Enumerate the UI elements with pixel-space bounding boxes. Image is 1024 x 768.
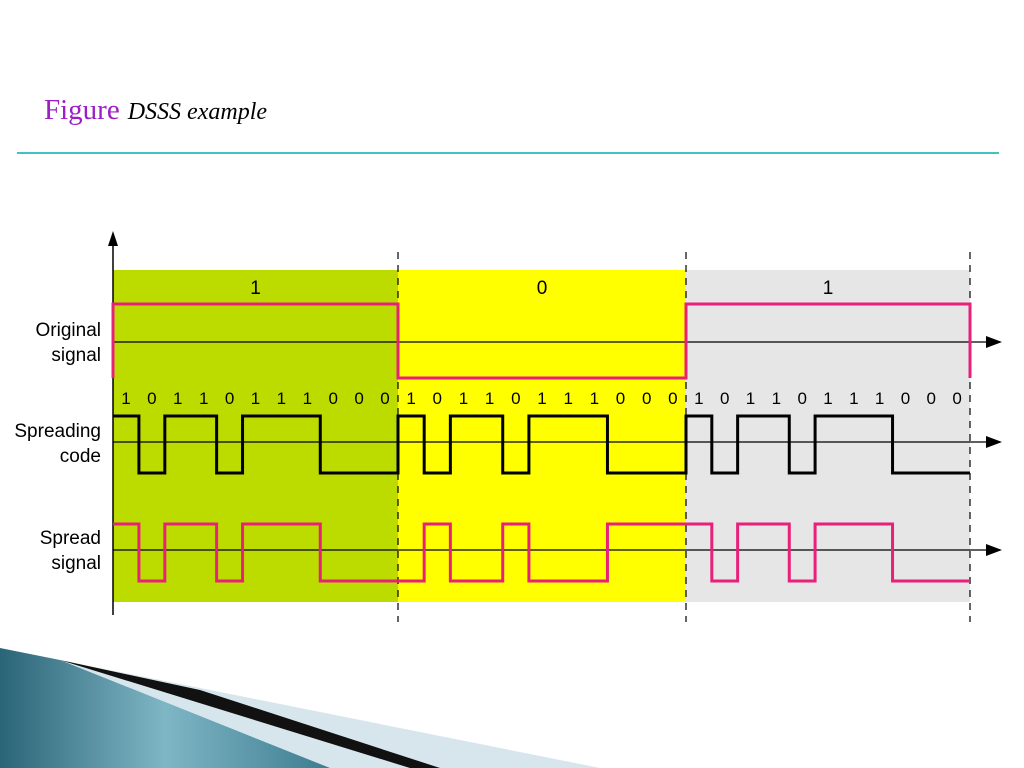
row-label-code-2: code — [60, 446, 101, 467]
title-name: DSSS example — [127, 99, 268, 125]
chip-label: 0 — [380, 389, 389, 408]
chip-label: 1 — [406, 389, 415, 408]
chip-label: 0 — [927, 389, 936, 408]
footer-black-wedge — [60, 660, 440, 768]
bit-panels — [113, 270, 970, 602]
chip-label: 1 — [303, 389, 312, 408]
data-bit-labels: 1 0 1 — [250, 278, 833, 299]
row-label-spread-2: signal — [51, 553, 101, 574]
spreading-code-waveform — [113, 414, 970, 475]
chip-label: 0 — [901, 389, 910, 408]
chip-label: 0 — [511, 389, 520, 408]
title-prefix: Figure — [44, 94, 120, 126]
chip-label: 1 — [485, 389, 494, 408]
chip-label: 1 — [173, 389, 182, 408]
chip-label: 1 — [875, 389, 884, 408]
chip-label: 0 — [616, 389, 625, 408]
chip-label: 1 — [849, 389, 858, 408]
chip-label: 1 — [590, 389, 599, 408]
slide-title: Figure DSSS example — [44, 94, 267, 127]
chip-label: 0 — [147, 389, 156, 408]
title-divider — [17, 152, 999, 154]
chip-label: 0 — [225, 389, 234, 408]
row-label-spread-1: Spread — [40, 528, 101, 549]
bit-panel-3 — [686, 270, 970, 602]
chip-label: 1 — [537, 389, 546, 408]
vertical-axis-arrow — [108, 231, 118, 246]
row-label-original-1: Original — [36, 320, 101, 341]
chip-label: 1 — [772, 389, 781, 408]
chip-label: 1 — [459, 389, 468, 408]
spread-signal-waveform — [113, 522, 970, 583]
bit-panel-1 — [113, 270, 398, 602]
chip-label: 1 — [199, 389, 208, 408]
chip-label: 0 — [433, 389, 442, 408]
bit-panel-2 — [398, 270, 686, 602]
chip-label: 0 — [720, 389, 729, 408]
footer-teal-wedge — [0, 648, 330, 768]
chip-label: 1 — [694, 389, 703, 408]
code-baseline-arrow — [986, 436, 1002, 448]
chip-label: 0 — [797, 389, 806, 408]
chip-label: 0 — [354, 389, 363, 408]
row-label-code-1: Spreading — [14, 421, 101, 442]
chip-label: 1 — [746, 389, 755, 408]
chip-label: 1 — [823, 389, 832, 408]
data-bit-label: 1 — [823, 278, 834, 299]
chip-label: 1 — [121, 389, 130, 408]
chip-label: 1 — [251, 389, 260, 408]
spread-baseline-arrow — [986, 544, 1002, 556]
original-signal-waveform — [111, 302, 972, 380]
original-baseline-arrow — [986, 336, 1002, 348]
chip-label: 1 — [563, 389, 572, 408]
data-bit-label: 0 — [537, 278, 548, 299]
chip-label: 0 — [952, 389, 961, 408]
chip-label: 0 — [642, 389, 651, 408]
data-bit-label: 1 — [250, 278, 261, 299]
chip-label: 0 — [668, 389, 677, 408]
chip-label: 1 — [277, 389, 286, 408]
chip-label: 0 — [328, 389, 337, 408]
row-label-original-2: signal — [51, 345, 101, 366]
